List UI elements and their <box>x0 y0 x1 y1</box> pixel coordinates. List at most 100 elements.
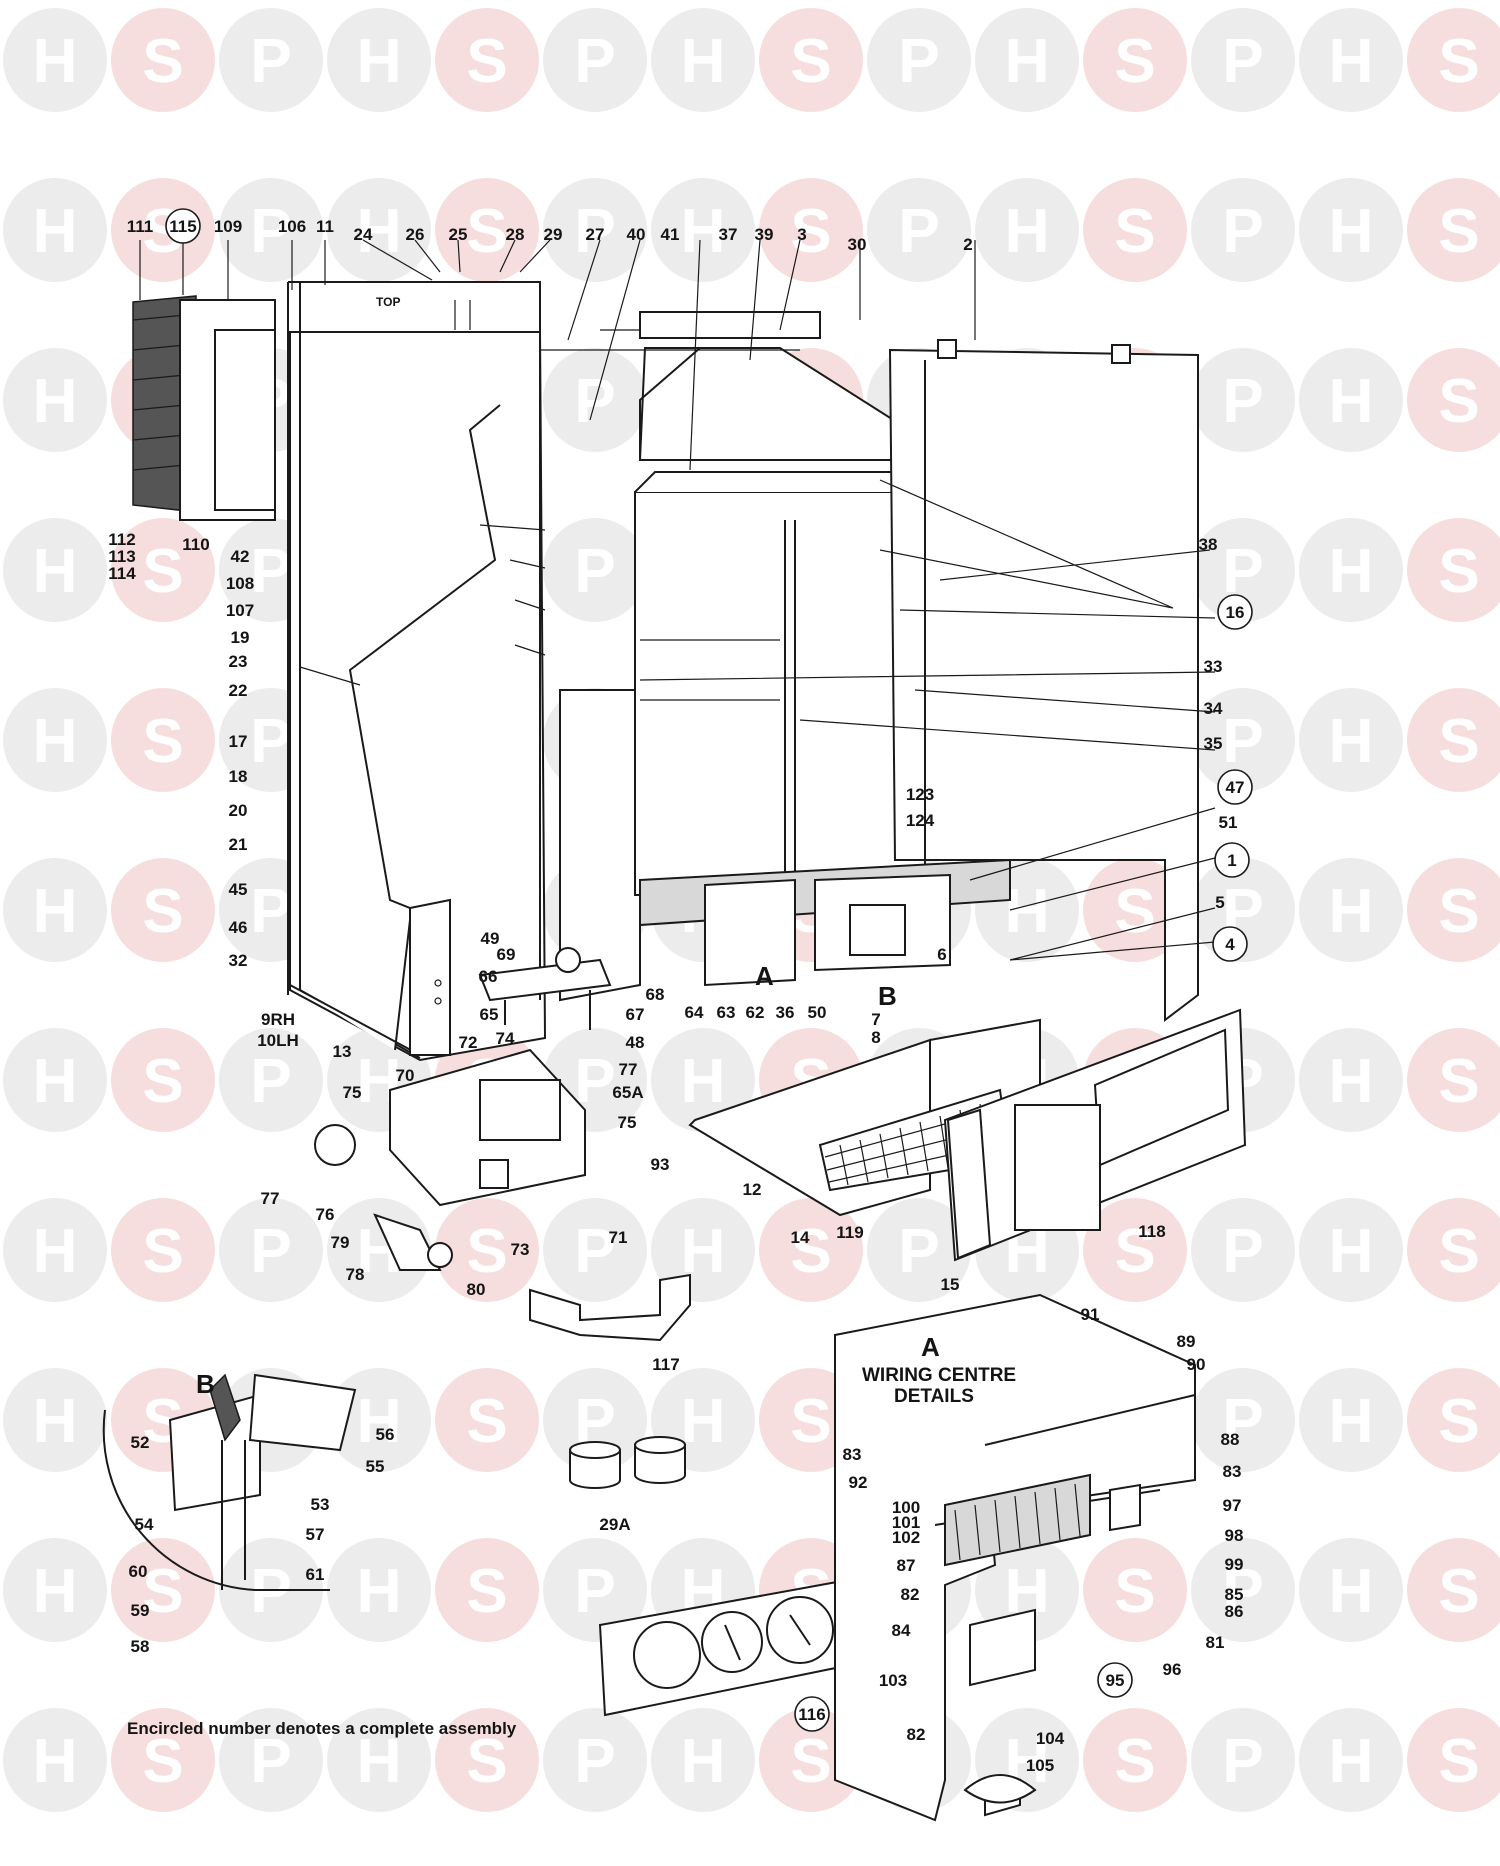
watermark-circle <box>3 1368 107 1472</box>
watermark-letter: H <box>33 537 78 606</box>
part-number-10lh: 10LH <box>257 1031 299 1050</box>
flue-hood-39 <box>540 311 926 461</box>
watermark-circle <box>651 1028 755 1132</box>
part-number-35: 35 <box>1204 734 1223 753</box>
part-number-75: 75 <box>343 1083 362 1102</box>
watermark-letter: S <box>1438 537 1479 606</box>
part-number-14: 14 <box>791 1228 810 1247</box>
part-number-57: 57 <box>306 1525 325 1544</box>
watermark-letter: H <box>33 27 78 96</box>
watermark-letter: H <box>357 1557 402 1626</box>
heat-exchanger-37 <box>634 471 948 896</box>
watermark-letter: S <box>466 27 507 96</box>
part-number-6: 6 <box>937 945 946 964</box>
part-number-12: 12 <box>743 1180 762 1199</box>
watermark-letter: H <box>1329 27 1374 96</box>
watermark-circle <box>543 1198 647 1302</box>
part-number-22: 22 <box>229 681 248 700</box>
detail-b-letter: B <box>196 1369 215 1399</box>
watermark-circle <box>327 8 431 112</box>
part-number-90: 90 <box>1187 1355 1206 1374</box>
watermark-circle <box>651 1198 755 1302</box>
watermark-circle <box>111 518 215 622</box>
watermark-circle <box>651 178 755 282</box>
part-number-102: 102 <box>892 1528 920 1547</box>
part-number-99: 99 <box>1225 1555 1244 1574</box>
watermark-circle <box>1407 688 1500 792</box>
part-number-61: 61 <box>306 1565 325 1584</box>
watermark-letter: H <box>681 1727 726 1796</box>
watermark-circle <box>111 1538 215 1642</box>
watermark-circle <box>3 858 107 962</box>
part-number-88: 88 <box>1221 1430 1240 1449</box>
watermark-circle <box>1191 518 1295 622</box>
part-number-79: 79 <box>331 1233 350 1252</box>
part-number-33: 33 <box>1204 657 1223 676</box>
watermark-letter: H <box>1329 197 1374 266</box>
watermark-circle <box>651 8 755 112</box>
watermark-letter: S <box>1438 1047 1479 1116</box>
watermark-circle <box>3 688 107 792</box>
watermark-letter: P <box>574 1727 615 1796</box>
part-number-107: 107 <box>226 601 254 620</box>
watermark-circle <box>543 178 647 282</box>
part-number-116: 116 <box>798 1705 825 1724</box>
watermark-letter: P <box>250 27 291 96</box>
watermark-letter: S <box>1438 27 1479 96</box>
watermark-circle <box>759 8 863 112</box>
watermark-circle <box>1191 688 1295 792</box>
part-number-95: 95 <box>1106 1671 1125 1690</box>
part-number-29: 29 <box>544 225 563 244</box>
part-number-27: 27 <box>586 225 605 244</box>
watermark-letter: H <box>357 1727 402 1796</box>
watermark-letter: S <box>1438 197 1479 266</box>
part-number-28: 28 <box>506 225 525 244</box>
part-number-60: 60 <box>129 1562 148 1581</box>
watermark-letter: P <box>1222 1387 1263 1456</box>
part-number-2: 2 <box>963 235 972 254</box>
part-number-83: 83 <box>843 1445 862 1464</box>
watermark-letter: H <box>1329 367 1374 436</box>
watermark-letter: S <box>1114 1727 1155 1796</box>
watermark-letter: P <box>1222 367 1263 436</box>
watermark-circle <box>1299 1368 1403 1472</box>
watermark-circle <box>1299 1708 1403 1812</box>
part-number-36: 36 <box>776 1003 795 1022</box>
part-number-77: 77 <box>261 1189 280 1208</box>
watermark-letter: H <box>33 367 78 436</box>
part-number-49: 49 <box>481 929 500 948</box>
watermark-letter: H <box>33 1217 78 1286</box>
part-number-110: 110 <box>182 535 209 554</box>
terminal-guard-111 <box>132 295 276 521</box>
watermark-letter: P <box>250 1217 291 1286</box>
watermark-circle <box>1083 1538 1187 1642</box>
watermark-letter: S <box>142 707 183 776</box>
watermark-circle <box>1299 1538 1403 1642</box>
part-number-5: 5 <box>1215 893 1224 912</box>
watermark-circle <box>435 1198 539 1302</box>
part-number-56: 56 <box>376 1425 395 1444</box>
watermark-letter: H <box>1329 1217 1374 1286</box>
detail-a-letter: A <box>921 1332 940 1362</box>
wiring-centre-title-line1: WIRING CENTRE <box>862 1365 1016 1386</box>
watermark-circle <box>1407 858 1500 962</box>
burner-assembly-47 <box>639 858 1011 987</box>
watermark-circle <box>327 1538 431 1642</box>
watermark-letter: S <box>790 27 831 96</box>
watermark-letter: S <box>1438 1387 1479 1456</box>
watermark-letter: P <box>574 27 615 96</box>
part-number-74: 74 <box>496 1029 515 1048</box>
watermark-letter: H <box>681 1047 726 1116</box>
watermark-circle <box>867 8 971 112</box>
watermark-letter: H <box>1329 877 1374 946</box>
watermark-circle <box>1191 178 1295 282</box>
watermark-circle <box>759 178 863 282</box>
watermark-letter: P <box>1222 537 1263 606</box>
part-number-17: 17 <box>229 732 248 751</box>
part-number-82: 82 <box>901 1585 920 1604</box>
part-number-109: 109 <box>214 217 242 236</box>
watermark-circle <box>867 178 971 282</box>
watermark-letter: S <box>142 1557 183 1626</box>
watermark-letter: H <box>1329 1557 1374 1626</box>
